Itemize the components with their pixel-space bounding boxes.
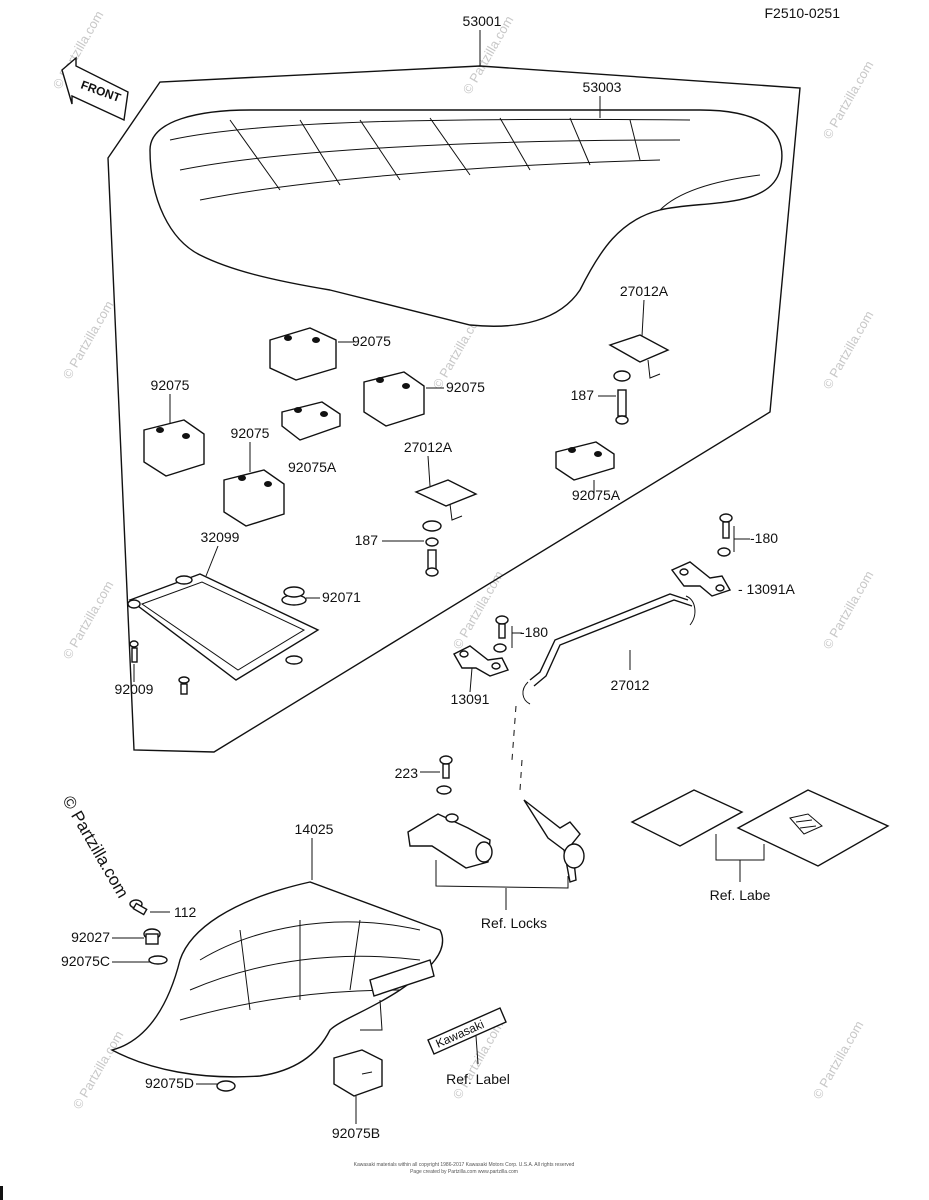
callout-92027: 92027 bbox=[71, 929, 110, 945]
screw-92009 bbox=[129, 640, 190, 695]
callout-13091a: - 13091A bbox=[738, 581, 795, 597]
bolt-187-top bbox=[613, 370, 631, 425]
front-arrow-icon: FRONT bbox=[61, 56, 129, 122]
callout-92075-left: 92075 bbox=[151, 377, 190, 393]
label-sheet-left bbox=[630, 789, 744, 847]
screw-223 bbox=[436, 755, 453, 795]
damper-92075a-upper bbox=[281, 401, 341, 441]
seat-cover bbox=[149, 109, 783, 327]
tail-link bbox=[360, 999, 383, 1031]
damper-92075-top bbox=[269, 327, 337, 381]
watermark: © Partzilla.com bbox=[820, 308, 877, 391]
callout-92075-center: 92075 bbox=[446, 379, 485, 395]
figure-code: F2510-0251 bbox=[764, 5, 840, 21]
collar-92027 bbox=[143, 928, 161, 945]
labels-bracket bbox=[715, 834, 765, 861]
callout-180-right: -180 bbox=[750, 530, 778, 546]
footer-copyright: Kawasaki materials within all copyright … bbox=[354, 1162, 575, 1168]
watermark: © Partzilla.com bbox=[820, 568, 877, 651]
bracket-27012a-mid bbox=[414, 479, 478, 521]
watermark-main: © Partzilla.com bbox=[59, 793, 133, 902]
leader-27012a-top bbox=[641, 299, 645, 337]
bolt-180-mid bbox=[493, 615, 509, 653]
lock-rod-27012 bbox=[511, 593, 696, 791]
tail-cover-14025 bbox=[110, 881, 444, 1078]
tray-32099 bbox=[127, 573, 320, 681]
label-sheet-right bbox=[736, 789, 890, 867]
callout-32099: 32099 bbox=[201, 529, 240, 545]
plate-13091 bbox=[453, 645, 509, 677]
leader-13091 bbox=[469, 667, 473, 693]
damper-92075-center bbox=[363, 371, 425, 427]
ref-label: Ref. Label bbox=[446, 1071, 510, 1087]
leader-ref-label bbox=[475, 1035, 479, 1065]
callout-92009: 92009 bbox=[115, 681, 154, 697]
callout-92075c: 92075C bbox=[61, 953, 110, 969]
bolt-180-right bbox=[717, 513, 733, 557]
key-icon bbox=[523, 799, 585, 883]
scan-edge bbox=[0, 1186, 3, 1200]
callout-223: 223 bbox=[395, 765, 419, 781]
callout-27012a-mid: 27012A bbox=[404, 439, 453, 455]
damper-92075d bbox=[216, 1080, 236, 1092]
watermark: © Partzilla.com bbox=[810, 1018, 867, 1101]
plate-13091a bbox=[670, 561, 732, 597]
leader-32099 bbox=[205, 545, 219, 577]
callout-14025: 14025 bbox=[295, 821, 334, 837]
seat-assembly-outline bbox=[107, 65, 801, 753]
callout-92075-top: 92075 bbox=[352, 333, 391, 349]
watermark: © Partzilla.com bbox=[450, 568, 507, 651]
callout-92075d: 92075D bbox=[145, 1075, 194, 1091]
watermark: © Partzilla.com bbox=[60, 298, 117, 381]
screw-112 bbox=[129, 899, 148, 916]
damper-92075-left bbox=[143, 419, 205, 477]
ref-labe: Ref. Labe bbox=[710, 887, 771, 903]
lock-assembly bbox=[407, 813, 493, 869]
callout-112: 112 bbox=[174, 904, 197, 920]
callout-13091: 13091 bbox=[451, 691, 490, 707]
grommet-92071 bbox=[281, 586, 307, 606]
watermark: © Partzilla.com bbox=[820, 58, 877, 141]
locks-bracket bbox=[435, 860, 569, 889]
callout-53001: 53001 bbox=[463, 13, 502, 29]
damper-92075b bbox=[333, 1049, 383, 1097]
damper-92075a-right bbox=[555, 441, 615, 481]
callout-27012a-top: 27012A bbox=[620, 283, 669, 299]
callout-92075a-right: 92075A bbox=[572, 487, 621, 503]
callout-187-mid: 187 bbox=[355, 532, 379, 548]
callout-92075b: 92075B bbox=[332, 1125, 380, 1141]
ref-locks: Ref. Locks bbox=[481, 915, 547, 931]
bracket-27012a-top bbox=[608, 334, 670, 379]
callout-92075a-left: 92075A bbox=[288, 459, 337, 475]
leader-27012a-mid bbox=[427, 455, 431, 487]
damper-92075c bbox=[148, 955, 168, 965]
callout-187-top: 187 bbox=[571, 387, 595, 403]
watermark: © Partzilla.com bbox=[70, 1028, 127, 1111]
callout-180-mid: -180 bbox=[520, 624, 548, 640]
callout-27012: 27012 bbox=[611, 677, 650, 693]
footer-credit: Page created by Partzilla.com www.partzi… bbox=[410, 1169, 518, 1175]
bolt-187-mid bbox=[422, 520, 442, 577]
damper-92075-mid-left bbox=[223, 469, 285, 527]
watermark: © Partzilla.com bbox=[60, 578, 117, 661]
callout-92071: 92071 bbox=[322, 589, 361, 605]
callout-92075-mid-left: 92075 bbox=[231, 425, 270, 441]
callout-53003: 53003 bbox=[583, 79, 622, 95]
